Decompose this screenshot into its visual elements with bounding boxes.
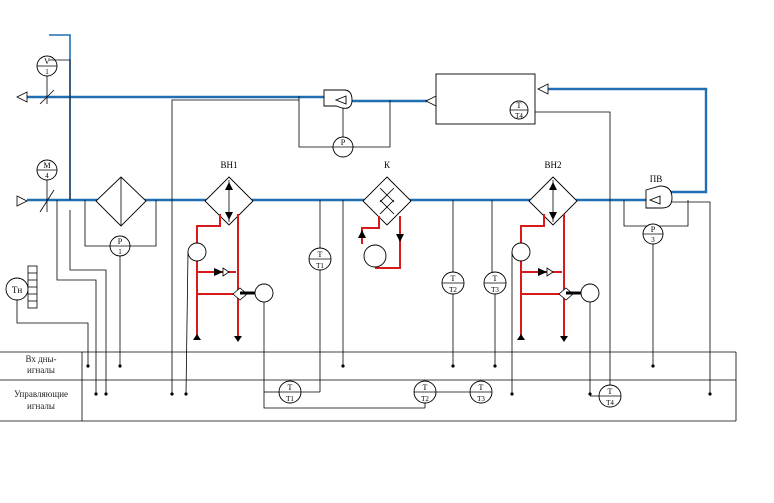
heater-1: ВН1 xyxy=(185,160,274,404)
controller-t3: Т Т3 xyxy=(469,380,493,404)
svg-text:Т3: Т3 xyxy=(477,395,485,403)
return-air-duct xyxy=(16,91,437,107)
row-input-label-2: игналы xyxy=(27,365,55,375)
controller-t4: Т Т4 xyxy=(590,384,622,408)
outdoor-temp-sensor: Тн xyxy=(5,265,89,366)
fan-signal-line xyxy=(171,99,299,394)
svg-text:Т1: Т1 xyxy=(316,262,324,270)
svg-text:Т: Т xyxy=(608,387,613,396)
svg-text:Т: Т xyxy=(423,383,428,392)
svg-text:М: М xyxy=(43,161,50,170)
svg-text:Тн: Тн xyxy=(12,285,22,295)
instrument-heater1-temp: Т Т1 xyxy=(308,200,332,392)
row-control-label-2: игналы xyxy=(27,401,55,411)
svg-text:Т: Т xyxy=(479,383,484,392)
heater-2-label: ВН2 xyxy=(544,160,561,170)
svg-text:Р: Р xyxy=(651,225,656,234)
svg-text:Т: Т xyxy=(493,274,498,283)
svg-text:Т: Т xyxy=(451,274,456,283)
left-signal-b xyxy=(69,210,107,394)
signal-table: Вх дны- игналы Управляющие игналы xyxy=(0,351,737,422)
left-signal-a xyxy=(56,200,97,394)
cooler-label: К xyxy=(384,160,391,170)
instrument-mid-left: М 4 xyxy=(36,159,58,213)
air-filter: Р 1 xyxy=(84,176,157,366)
instrument-box-bottom: Т4 xyxy=(515,112,523,120)
controller-t1: Т Т1 xyxy=(264,380,320,404)
instrument-box-top: Т xyxy=(517,101,522,110)
exhaust-fan: Р xyxy=(298,89,391,158)
svg-text:3: 3 xyxy=(651,236,655,244)
instrument-fan-top-label: Р xyxy=(341,138,346,147)
row-input-label-1: Вх дны- xyxy=(25,354,56,364)
svg-text:Т2: Т2 xyxy=(421,395,429,403)
heater-1-label: ВН1 xyxy=(220,160,237,170)
svg-text:Т2: Т2 xyxy=(449,286,457,294)
svg-text:Р: Р xyxy=(118,237,123,246)
svg-text:Т: Т xyxy=(318,250,323,259)
row-control-label-1: Управляющие xyxy=(14,389,68,399)
heater-2: ВН2 xyxy=(511,160,600,394)
svg-text:4: 4 xyxy=(45,172,49,180)
svg-text:Т3: Т3 xyxy=(491,286,499,294)
svg-text:1: 1 xyxy=(118,248,122,256)
svg-text:Т4: Т4 xyxy=(606,399,614,407)
svg-text:V: V xyxy=(44,57,50,66)
instrument-cooler-temp: Т Т2 xyxy=(441,200,465,366)
svg-text:Т1: Т1 xyxy=(286,395,294,403)
box-signal-line xyxy=(535,111,611,392)
controller-t2: Т Т2 xyxy=(263,380,470,409)
instrument-box: Т Т4 xyxy=(509,100,529,120)
instrument-heater2-temp: Т Т3 xyxy=(483,200,507,366)
supply-fan-label: ПВ xyxy=(650,174,663,184)
svg-text:Т: Т xyxy=(288,383,293,392)
cooler: К xyxy=(342,160,412,366)
instrument-top-left: V 1 xyxy=(36,55,58,105)
supply-fan: ПВ Р 3 xyxy=(623,174,711,394)
svg-text:1: 1 xyxy=(45,68,49,76)
bypass-return xyxy=(49,59,71,200)
